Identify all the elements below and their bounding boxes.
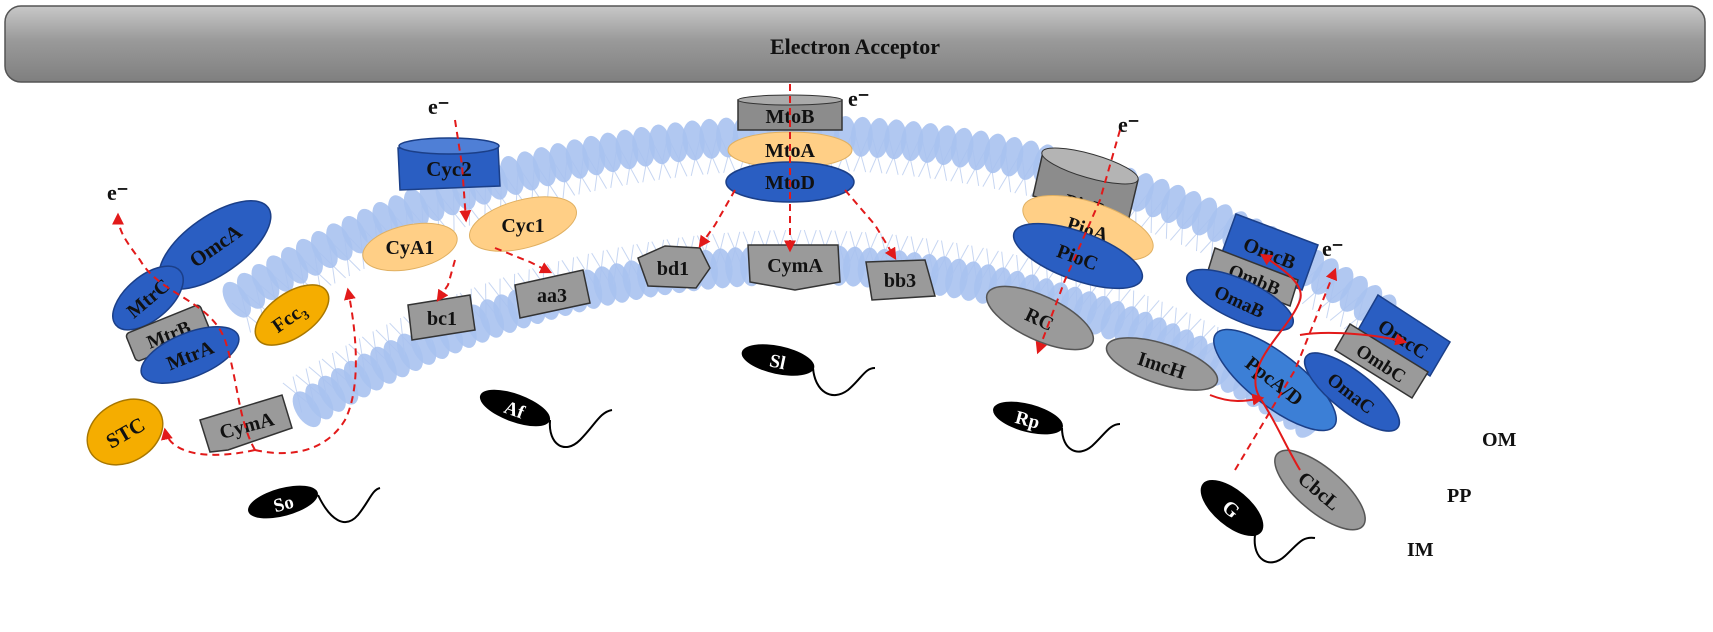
svg-text:aa3: aa3: [537, 285, 567, 307]
svg-text:CyA1: CyA1: [386, 237, 435, 259]
protein-cyc2: Cyc2: [397, 137, 501, 191]
bacterium-sl: Sl: [741, 344, 876, 396]
electron-acceptor-label: Electron Acceptor: [770, 34, 940, 59]
protein-bd1: bd1: [637, 245, 711, 289]
protein-aa3: aa3: [514, 269, 591, 319]
electron-g: e⁻: [1322, 236, 1343, 261]
protein-fcc3: Fcc3: [254, 284, 330, 346]
electron-rp: e⁻: [1118, 112, 1139, 137]
electron-af: e⁻: [428, 94, 449, 119]
rp-pathway: PioB e⁻ PioA PioC RC: [985, 112, 1154, 355]
protein-bb3: bb3: [865, 259, 936, 301]
protein-pioc: PioC: [1012, 222, 1144, 290]
lipid-head: [1353, 285, 1383, 321]
svg-text:Cyc2: Cyc2: [426, 157, 472, 181]
layer-label-om: OM: [1482, 429, 1517, 451]
protein-rc: RC: [985, 285, 1095, 351]
electron-so: e⁻: [107, 180, 128, 205]
bacterium-af: Af: [479, 389, 613, 449]
protein-stc: STC: [86, 398, 164, 466]
g-pathway: ImcH OmcB OmbB OmaB PpcA/D OmcC OmbC Om: [1105, 213, 1452, 531]
protein-cyc1: Cyc1: [469, 196, 577, 252]
lipid-head: [850, 116, 873, 157]
protein-bc1: bc1: [407, 294, 476, 341]
protein-omca: OmcA: [158, 200, 272, 290]
electron-acceptor-bar: Electron Acceptor: [4, 5, 1706, 83]
protein-imch: ImcH: [1105, 337, 1219, 391]
lipid-head: [867, 117, 890, 158]
lipid-head: [699, 118, 722, 159]
lipid-head: [900, 121, 924, 161]
protein-cyma-sl: CymA: [747, 244, 841, 291]
bacterium-so: So: [248, 485, 381, 524]
lipid-head: [884, 119, 907, 160]
protein-cbcl: CbcL: [1274, 449, 1366, 531]
svg-text:bb3: bb3: [884, 270, 916, 292]
lipid-head: [648, 124, 672, 165]
lipid-head: [665, 122, 689, 163]
svg-text:MtoB: MtoB: [766, 106, 815, 128]
protein-cya1: CyA1: [362, 222, 458, 272]
svg-text:Cyc1: Cyc1: [501, 215, 544, 237]
so-pathway: OmcA MtrC MtrB MtrA Fcc3 STC CymA e⁻: [86, 180, 357, 466]
protein-omcb: OmcB: [1219, 213, 1319, 291]
svg-text:bd1: bd1: [657, 258, 689, 280]
lipid-head: [682, 120, 705, 161]
svg-text:CymA: CymA: [767, 255, 823, 277]
bacterium-rp: Rp: [993, 401, 1121, 453]
electron-sl: e⁻: [848, 86, 869, 111]
protein-cyma-so: CymA: [199, 394, 293, 453]
af-pathway: Cyc2 e⁻ CyA1 Cyc1 bc1 aa3: [362, 94, 591, 341]
lipid-head: [632, 126, 655, 167]
protein-mtra: MtrA: [140, 326, 240, 384]
layer-label-pp: PP: [1447, 485, 1471, 507]
layer-label-im: IM: [1407, 539, 1434, 561]
svg-text:bc1: bc1: [427, 308, 457, 330]
lipid-head: [917, 123, 940, 163]
bacterium-g: G: [1200, 479, 1316, 564]
label-sl: Sl: [768, 351, 788, 375]
sl-pathway: MtoB e⁻ MtoA MtoD bd1 CymA bb3: [637, 84, 936, 301]
